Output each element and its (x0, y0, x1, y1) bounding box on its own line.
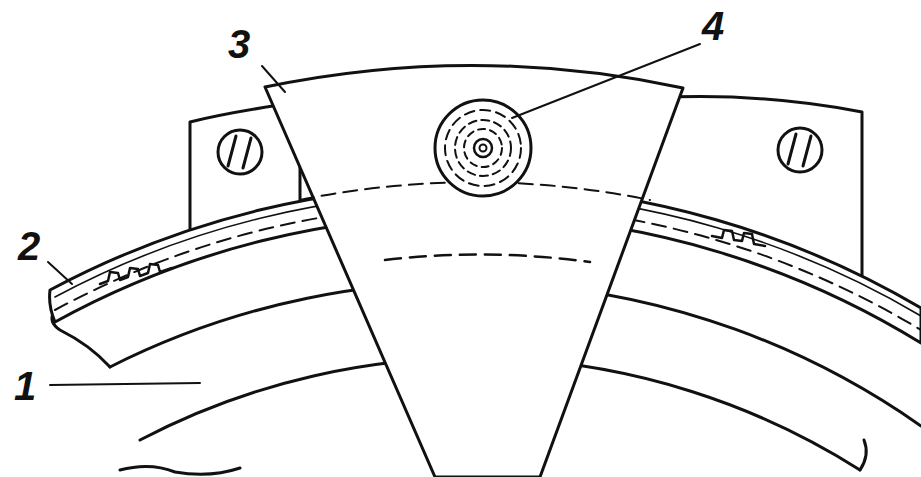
callout-number: 4 (702, 6, 724, 46)
callout-number: 3 (228, 24, 250, 64)
wedge-hidden-arc (385, 255, 590, 262)
callout-number: 1 (14, 366, 36, 406)
wedge-part (265, 66, 683, 477)
leader-line (512, 44, 700, 118)
ring-teeth-right (712, 230, 765, 246)
screw-right (778, 128, 822, 172)
pin-symbol (435, 100, 531, 196)
body-break-right (860, 440, 866, 470)
callout-number: 2 (18, 226, 40, 266)
leader-line (48, 262, 72, 284)
screw-left (218, 130, 262, 174)
body-break-bottom (120, 466, 240, 474)
leader-line (50, 383, 200, 385)
leader-line (262, 66, 285, 92)
ring-teeth-left (100, 264, 172, 284)
